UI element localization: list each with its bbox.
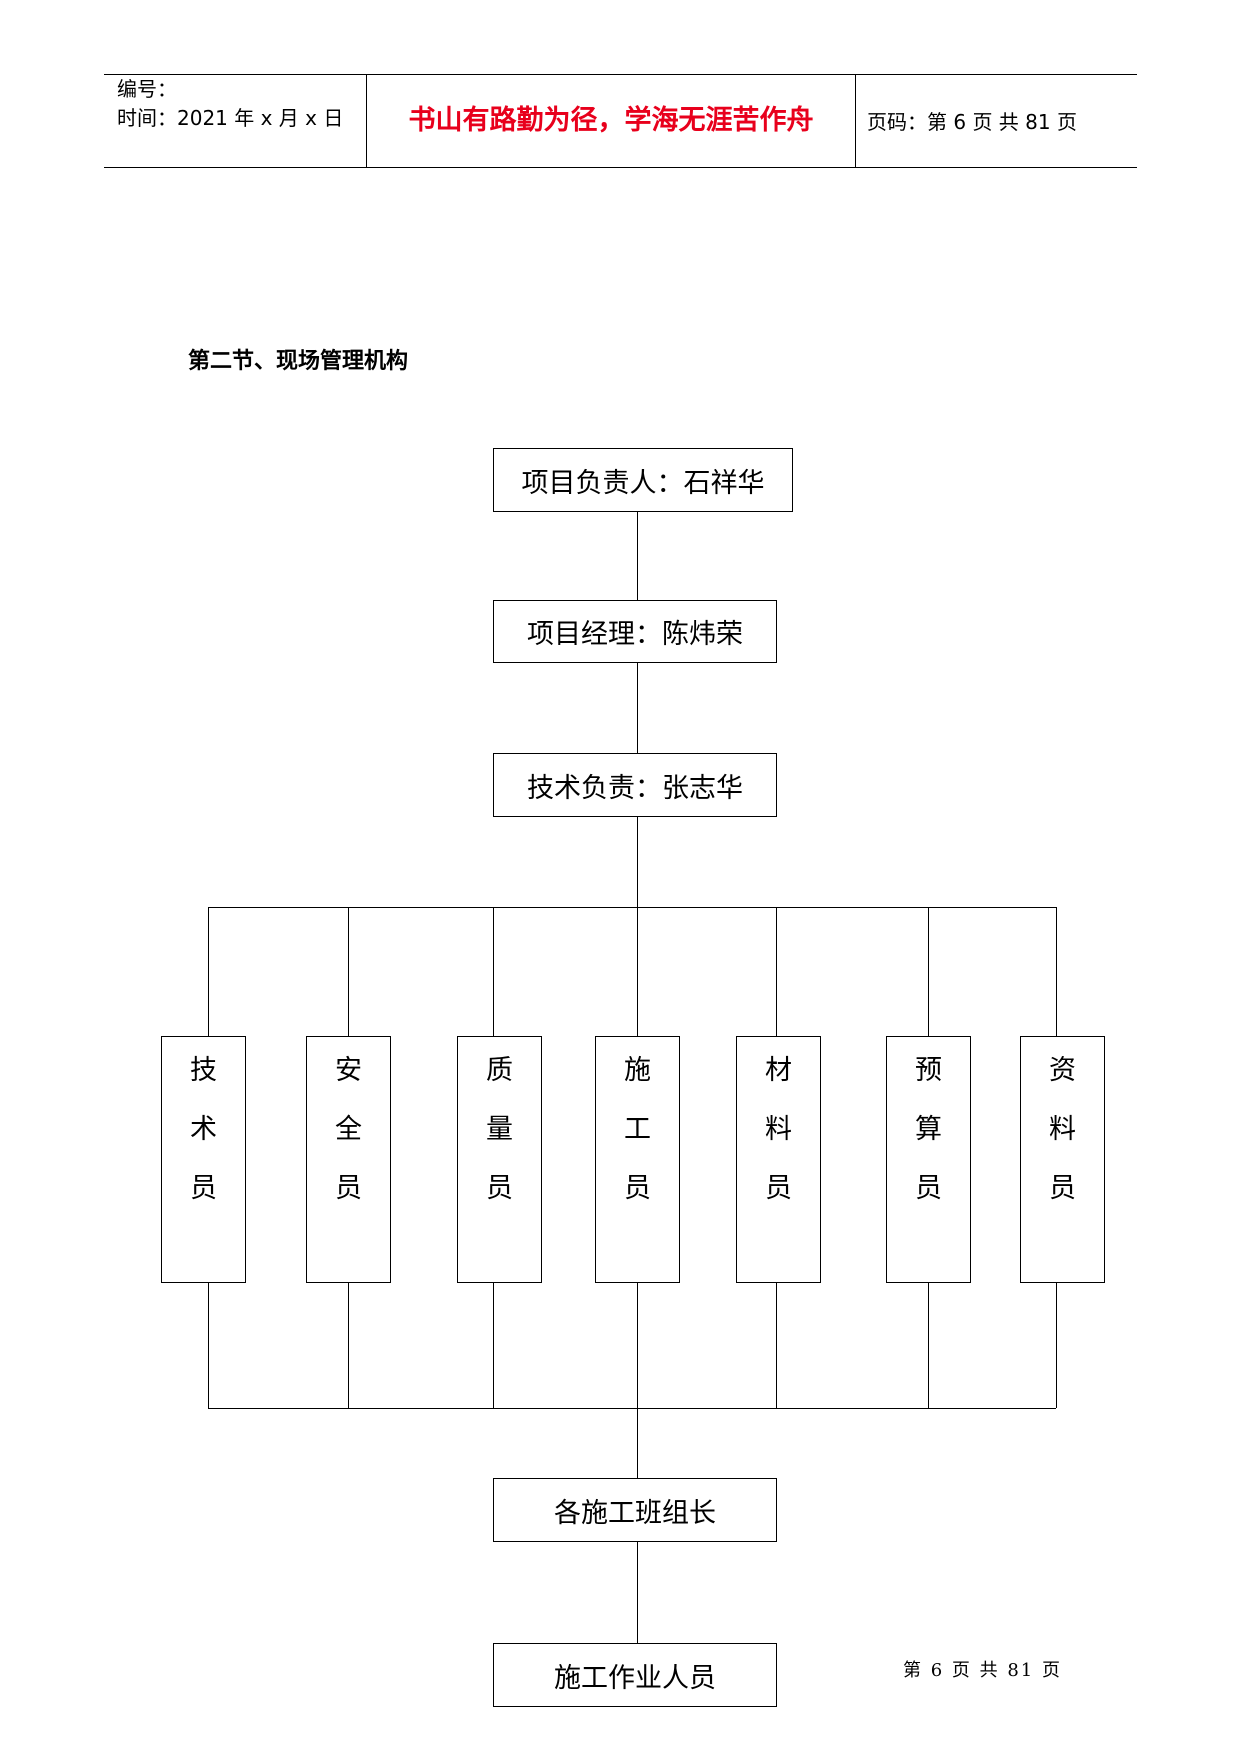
header-divider-left (366, 74, 367, 168)
role-char: 员 (486, 1173, 513, 1204)
role-char: 术 (190, 1114, 217, 1145)
connector-bus-leaders (637, 1408, 638, 1479)
project-manager-box: 项目经理：陈炜荣 (493, 600, 777, 663)
header-top-rule (104, 74, 1137, 75)
role-box-quality: 质 量 员 (457, 1036, 542, 1283)
connector-leaders-workers (637, 1541, 638, 1644)
tech-head-label: 技术负责：张志华 (527, 772, 743, 804)
drop-line-4 (637, 907, 638, 1037)
rise-line-2 (348, 1282, 349, 1408)
drop-line-3 (493, 907, 494, 1037)
connector-head-manager (637, 511, 638, 601)
workers-box: 施工作业人员 (493, 1643, 777, 1707)
section-title: 第二节、现场管理机构 (188, 349, 409, 374)
connector-manager-tech (637, 662, 638, 754)
role-char: 量 (486, 1114, 513, 1145)
role-box-safety: 安 全 员 (306, 1036, 391, 1283)
role-box-construction: 施 工 员 (595, 1036, 680, 1283)
rise-line-7 (1056, 1282, 1057, 1408)
role-char: 料 (1049, 1114, 1076, 1145)
header-motto: 书山有路勤为径，学海无涯苦作舟 (408, 105, 814, 136)
role-char: 全 (335, 1114, 362, 1145)
role-char: 员 (915, 1173, 942, 1204)
role-box-technician: 技 术 员 (161, 1036, 246, 1283)
role-char: 安 (335, 1055, 362, 1086)
role-char: 员 (335, 1173, 362, 1204)
role-char: 员 (190, 1173, 217, 1204)
header-bottom-rule (104, 167, 1137, 168)
role-char: 预 (915, 1055, 942, 1086)
role-char: 材 (765, 1055, 792, 1086)
role-char: 员 (624, 1173, 651, 1204)
rise-line-1 (208, 1282, 209, 1408)
rise-line-6 (928, 1282, 929, 1408)
role-char: 技 (190, 1055, 217, 1086)
role-box-budget: 预 算 员 (886, 1036, 971, 1283)
team-leaders-label: 各施工班组长 (554, 1497, 716, 1529)
project-manager-label: 项目经理：陈炜荣 (527, 619, 743, 650)
drop-line-6 (928, 907, 929, 1037)
rise-line-4 (637, 1282, 638, 1408)
role-box-documents: 资 料 员 (1020, 1036, 1105, 1283)
rise-line-3 (493, 1282, 494, 1408)
project-head-box: 项目负责人：石祥华 (493, 448, 793, 512)
drop-line-1 (208, 907, 209, 1037)
role-char: 施 (624, 1055, 651, 1086)
top-bus-line (208, 907, 1056, 908)
role-char: 资 (1049, 1055, 1076, 1086)
time-label: 时间：2021 年 x 月 x 日 (117, 106, 344, 130)
role-char: 算 (915, 1114, 942, 1145)
footer-page-number: 第 6 页 共 81 页 (903, 1660, 1062, 1681)
role-char: 质 (486, 1055, 513, 1086)
drop-line-7 (1056, 907, 1057, 1037)
role-char: 员 (765, 1173, 792, 1204)
role-box-materials: 材 料 员 (736, 1036, 821, 1283)
role-char: 员 (1049, 1173, 1076, 1204)
header-page-info: 页码：第 6 页 共 81 页 (867, 110, 1077, 134)
role-char: 料 (765, 1114, 792, 1145)
drop-line-5 (776, 907, 777, 1037)
role-char: 工 (624, 1114, 651, 1145)
rise-line-5 (776, 1282, 777, 1408)
drop-line-2 (348, 907, 349, 1037)
workers-label: 施工作业人员 (554, 1662, 716, 1694)
bottom-bus-line (208, 1408, 1056, 1409)
serial-label: 编号： (117, 77, 177, 101)
connector-tech-bus (637, 816, 638, 907)
team-leaders-box: 各施工班组长 (493, 1478, 777, 1542)
tech-head-box: 技术负责：张志华 (493, 753, 777, 817)
project-head-label: 项目负责人：石祥华 (521, 467, 765, 499)
header-divider-right (855, 74, 856, 168)
